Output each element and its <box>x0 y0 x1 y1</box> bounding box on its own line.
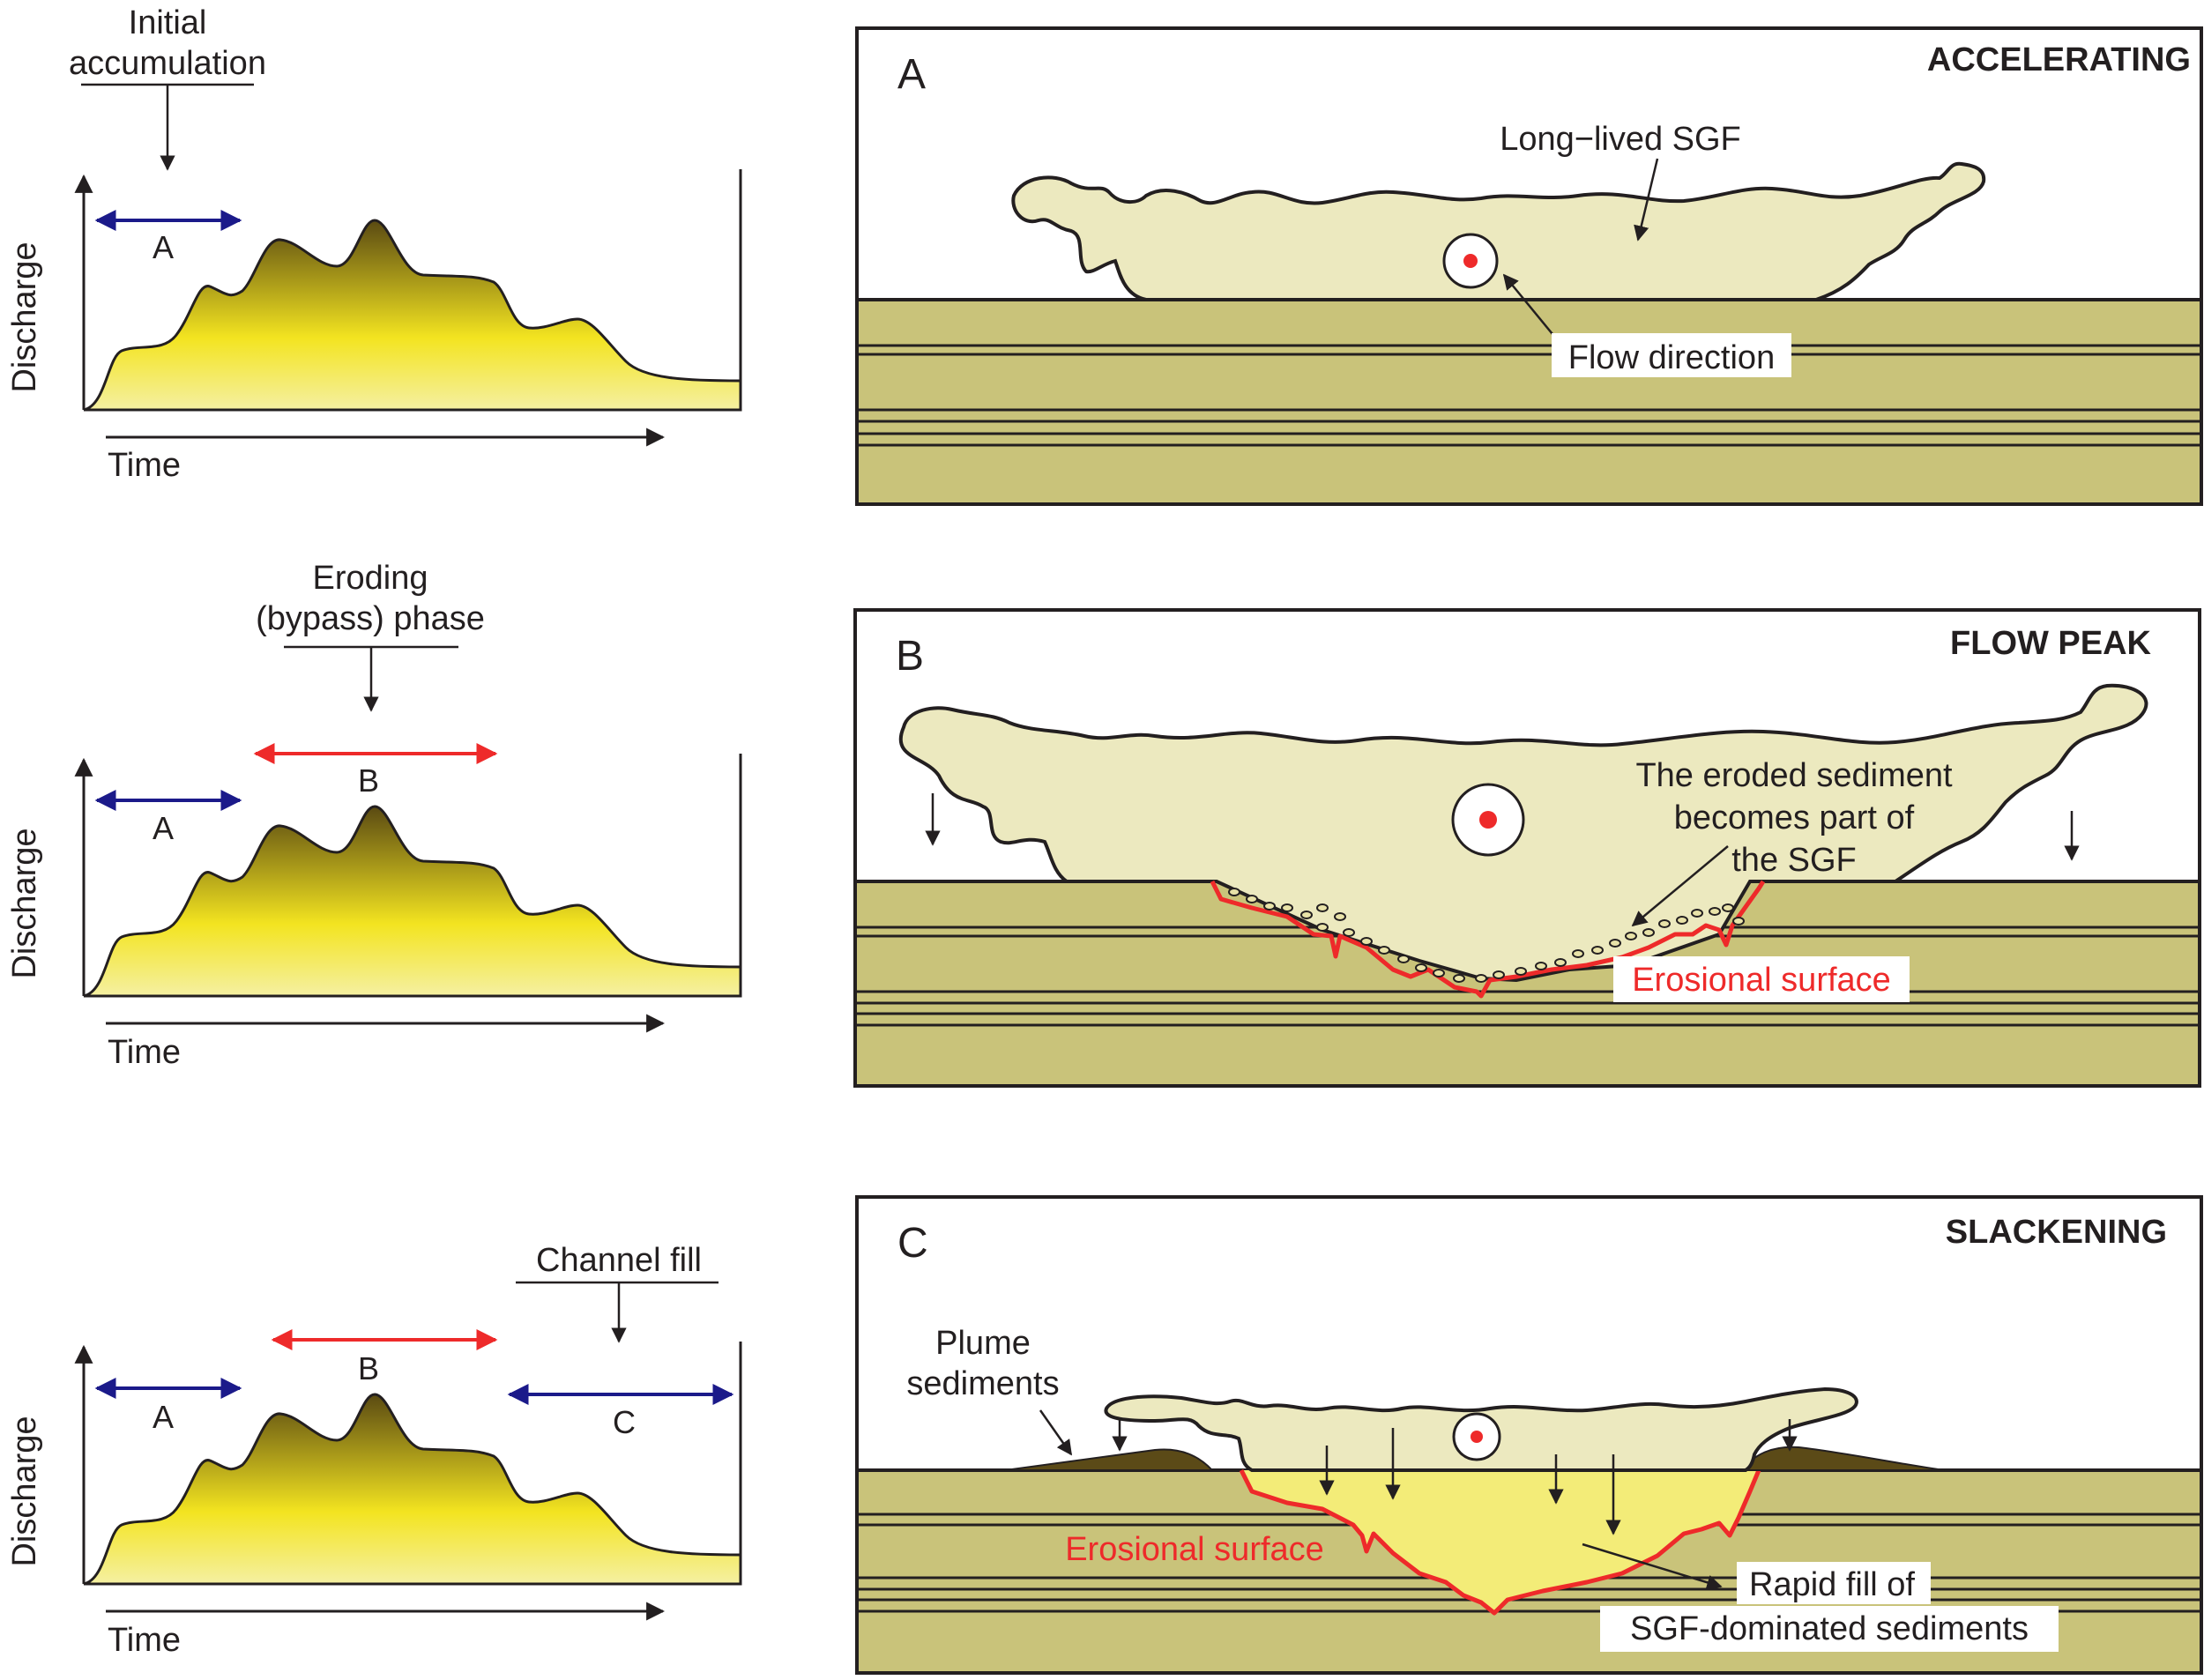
flow-direction-label: Flow direction <box>1568 339 1775 376</box>
panel-title: SLACKENING <box>1946 1214 2167 1251</box>
plume-sediments-right <box>1739 1446 1945 1471</box>
annotation-channel-fill: Channel fill <box>516 1242 719 1343</box>
eroded-label: becomes part of <box>1674 799 1915 836</box>
y-axis-label: Discharge <box>6 1416 43 1566</box>
flow-direction-symbol <box>1451 783 1525 857</box>
sediment-layers <box>859 300 2200 502</box>
annotation-initial-accumulation: Initial accumulation <box>69 4 266 171</box>
erosional-surface-label: Erosional surface <box>1632 962 1891 999</box>
phase-b-label: B <box>358 762 379 799</box>
phase-c-label: C <box>613 1404 636 1440</box>
hydrograph-curve <box>83 805 742 998</box>
panel-title: FLOW PEAK <box>1950 625 2152 662</box>
panel-letter: C <box>897 1220 928 1267</box>
panel-c: C SLACKENING Plume sediments Erosional s… <box>855 1195 2203 1675</box>
erosional-surface-label: Erosional surface <box>1065 1531 1324 1568</box>
phase-a-label: A <box>153 1399 174 1435</box>
channel-fill <box>1241 1470 1759 1613</box>
settling-arrows <box>1112 1419 1798 1535</box>
phase-a-label: A <box>153 810 174 846</box>
svg-text:accumulation: accumulation <box>69 45 266 82</box>
sgf-flow-body <box>1011 161 1986 301</box>
svg-text:Eroding: Eroding <box>313 560 428 597</box>
hydrograph-row-1: Initial accumulation Time Discharge A <box>6 4 742 484</box>
x-axis-label: Time <box>108 447 181 484</box>
y-axis-label: Discharge <box>6 828 43 978</box>
sgf-label: Long−lived SGF <box>1500 121 1741 158</box>
erosional-surface <box>1210 880 1766 999</box>
panel-letter: B <box>896 633 924 680</box>
panel-title: ACCELERATING <box>1927 41 2191 78</box>
plume-sediments-left <box>1004 1448 1215 1471</box>
panel-letter: A <box>897 51 926 98</box>
flow-direction-symbol <box>1452 1412 1501 1461</box>
eroded-label: The eroded sediment <box>1635 757 1953 794</box>
sgf-flow-body <box>898 683 2148 983</box>
hydrograph-curve <box>83 219 742 412</box>
plume-label: Plume <box>935 1325 1031 1362</box>
eroded-pointer <box>1631 845 1729 927</box>
svg-text:Initial: Initial <box>129 4 207 41</box>
annotation-eroding-bypass: Eroding (bypass) phase <box>256 560 485 712</box>
rapid-fill-pointer <box>1582 1542 1723 1590</box>
svg-text:Channel fill: Channel fill <box>536 1242 702 1279</box>
rapid-fill-label: SGF-dominated sediments <box>1630 1610 2029 1647</box>
x-axis-label: Time <box>108 1622 181 1659</box>
eroded-clasts <box>1228 888 1745 983</box>
rapid-fill-label: Rapid fill of <box>1749 1566 1915 1603</box>
phase-a-label: A <box>153 229 174 265</box>
sgf-pointer <box>1634 158 1659 242</box>
x-axis-label: Time <box>108 1034 181 1071</box>
hydrograph-row-2: Eroding (bypass) phase Time Discharge A … <box>6 560 742 1071</box>
eroded-label: the SGF <box>1731 842 1857 879</box>
plume-label: sediments <box>906 1365 1059 1402</box>
y-axis-label: Discharge <box>6 242 43 392</box>
panel-a: A ACCELERATING Long−lived SGF Flow direc… <box>855 26 2203 506</box>
plume-pointer <box>1039 1409 1073 1456</box>
panel-b: B FLOW PEAK The eroded sediment becomes … <box>853 608 2201 1088</box>
flow-direction-pointer <box>1502 273 1561 345</box>
hydrograph-curve <box>83 1393 742 1586</box>
flow-direction-symbol <box>1442 233 1499 289</box>
hydrograph-row-3: Channel fill Time Discharge A B C <box>6 1242 742 1659</box>
svg-text:(bypass) phase: (bypass) phase <box>256 600 485 637</box>
erosional-surface <box>1239 1468 1761 1616</box>
phase-b-label: B <box>358 1350 379 1386</box>
